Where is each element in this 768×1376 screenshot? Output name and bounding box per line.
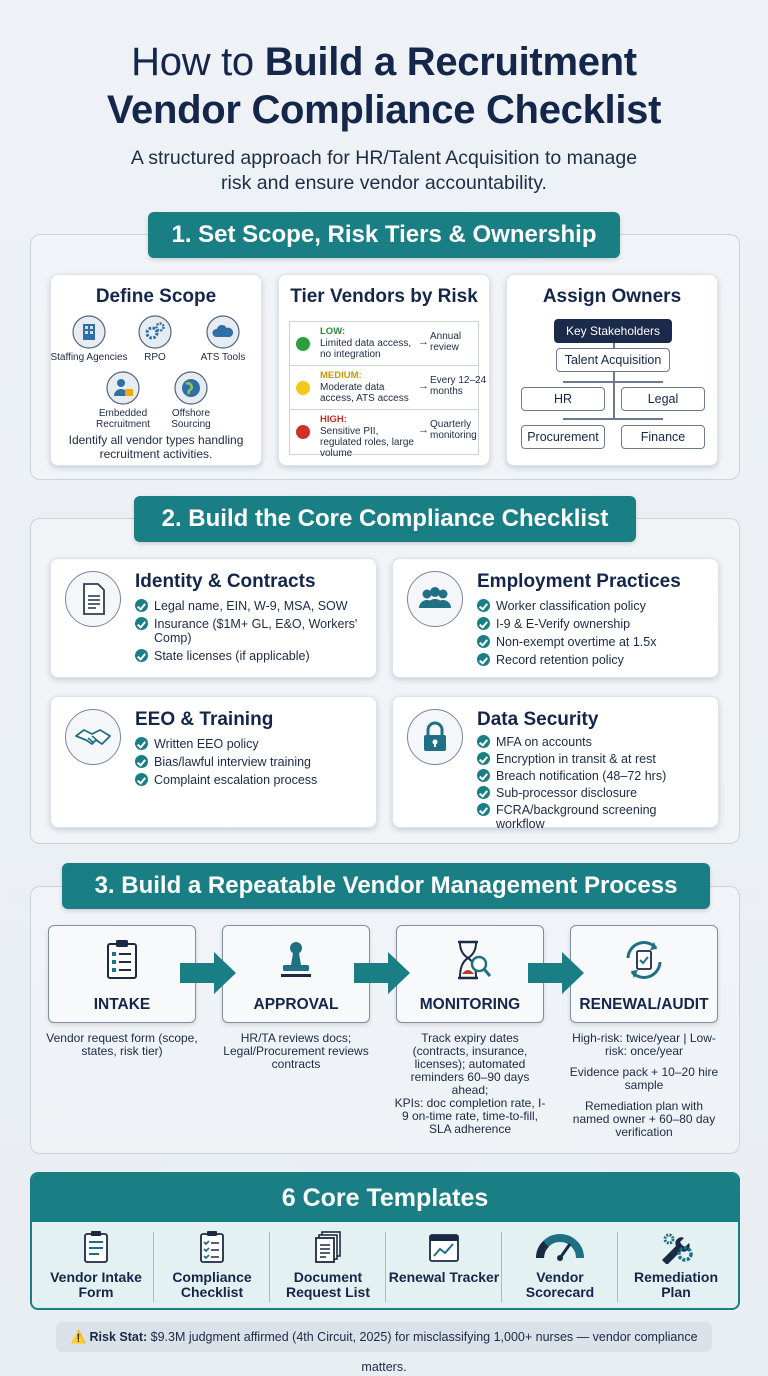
hr-box: HR	[521, 387, 605, 411]
define-scope-card: Define Scope Staffing Agencies RPO ATS T…	[50, 274, 262, 466]
medium-status-dot	[296, 381, 310, 395]
gears-icon	[138, 315, 172, 349]
template-remediation-plan[interactable]: Remediation Plan	[618, 1226, 734, 1306]
scope-item-embedded: Embedded Recruitment	[83, 371, 163, 430]
scope-item-staffing: Staffing Agencies	[49, 315, 129, 363]
document-icon	[65, 571, 121, 627]
person-badge-icon	[106, 371, 140, 405]
assign-owners-card: Assign Owners Key Stakeholders Talent Ac…	[506, 274, 718, 466]
risk-stat-text: $9.3M judgment affirmed (4th Circuit, 20…	[150, 1330, 698, 1374]
globe-icon	[174, 371, 208, 405]
template-vendor-intake[interactable]: Vendor Intake Form	[38, 1226, 154, 1306]
subtitle-line-2: risk and ensure vendor accountability.	[221, 172, 547, 194]
scope-item-rpo: RPO	[115, 315, 195, 363]
wrench-gear-icon	[656, 1230, 696, 1264]
employment-practices-card: Employment Practices Worker classificati…	[392, 558, 719, 678]
eeo-training-card: EEO & Training Written EEO policy Bias/l…	[50, 696, 377, 828]
gauge-icon	[536, 1230, 584, 1264]
template-document-request[interactable]: Document Request List	[270, 1226, 386, 1306]
calendar-chart-icon	[428, 1230, 460, 1264]
section-3-banner: 3. Build a Repeatable Vendor Management …	[62, 863, 710, 909]
scope-item-offshore: Offshore Sourcing	[151, 371, 231, 430]
checklist-icon	[196, 1230, 228, 1264]
flow-arrow-icon	[352, 950, 412, 996]
divider	[617, 1232, 618, 1302]
arrow-right-icon: →	[418, 424, 429, 436]
section-1-banner: 1. Set Scope, Risk Tiers & Ownership	[148, 212, 620, 258]
talent-acquisition-box: Talent Acquisition	[556, 348, 670, 372]
subtitle: A structured approach for HR/Talent Acqu…	[0, 146, 768, 196]
identity-checklist: Legal name, EIN, W-9, MSA, SOW Insurance…	[135, 599, 366, 667]
handshake-icon	[65, 709, 121, 765]
tier-vendors-card: Tier Vendors by Risk LOW: Limited data a…	[278, 274, 490, 466]
owners-title: Assign Owners	[542, 286, 682, 307]
flow-arrow-icon	[178, 950, 238, 996]
divider	[153, 1232, 154, 1302]
templates-panel: 6 Core Templates Vendor Intake Form Comp…	[30, 1172, 740, 1310]
tier-row-medium: MEDIUM: Moderate data access, ATS access…	[290, 366, 486, 410]
risk-stat-bar: ⚠️ Risk Stat: $9.3M judgment affirmed (4…	[56, 1322, 712, 1374]
identity-contracts-card: Identity & Contracts Legal name, EIN, W-…	[50, 558, 377, 678]
procurement-box: Procurement	[521, 425, 605, 449]
template-vendor-scorecard[interactable]: Vendor Scorecard	[502, 1226, 618, 1306]
documents-icon	[312, 1230, 344, 1264]
step-intake: INTAKE	[48, 925, 196, 1023]
legal-box: Legal	[621, 387, 705, 411]
monitoring-description: Track expiry dates (contracts, insurance…	[394, 1031, 546, 1136]
template-renewal-tracker[interactable]: Renewal Tracker	[386, 1226, 502, 1306]
title-bold-1: Build a Recruitment	[264, 40, 637, 84]
divider	[269, 1232, 270, 1302]
cloud-icon	[206, 315, 240, 349]
title-prefix: How to	[131, 40, 254, 84]
data-security-card: Data Security MFA on accounts Encryption…	[392, 696, 719, 831]
connector	[563, 381, 663, 383]
title-bold-2: Vendor Compliance Checklist	[106, 88, 662, 132]
divider	[385, 1232, 386, 1302]
arrow-right-icon: →	[418, 336, 429, 348]
people-icon	[407, 571, 463, 627]
renewal-description: High-risk: twice/year | Low-risk: once/y…	[569, 1031, 719, 1139]
scope-description: Identify all vendor types handling recru…	[68, 433, 244, 461]
tier-title: Tier Vendors by Risk	[290, 286, 478, 307]
intake-description: Vendor request form (scope, states, risk…	[46, 1031, 198, 1058]
risk-stat-label: Risk Stat:	[89, 1330, 148, 1344]
eeo-checklist: Written EEO policy Bias/lawful interview…	[135, 737, 366, 791]
subtitle-line-1: A structured approach for HR/Talent Acqu…	[130, 147, 638, 169]
lock-icon	[407, 709, 463, 765]
approval-description: HR/TA reviews docs; Legal/Procurement re…	[223, 1031, 369, 1071]
scope-title: Define Scope	[95, 286, 217, 307]
step-approval: APPROVAL	[222, 925, 370, 1023]
tier-table: LOW: Limited data access, no integration…	[289, 321, 486, 459]
template-compliance-checklist[interactable]: Compliance Checklist	[154, 1226, 270, 1306]
key-stakeholders-box: Key Stakeholders	[554, 319, 672, 343]
employment-checklist: Worker classification policy I-9 & E-Ver…	[477, 599, 708, 671]
section-2-banner: 2. Build the Core Compliance Checklist	[134, 496, 636, 542]
arrow-right-icon: →	[418, 380, 429, 392]
warning-icon: ⚠️	[70, 1330, 87, 1344]
clipboard-icon	[98, 936, 146, 984]
page-title: How to Build a Recruitment Vendor Compli…	[0, 38, 768, 134]
divider	[501, 1232, 502, 1302]
tier-row-low: LOW: Limited data access, no integration…	[290, 322, 478, 366]
building-icon	[72, 315, 106, 349]
step-monitoring: MONITORING	[396, 925, 544, 1023]
connector	[613, 372, 615, 418]
finance-box: Finance	[621, 425, 705, 449]
tier-row-high: HIGH: Sensitive PII, regulated roles, la…	[290, 410, 478, 459]
renewal-icon	[620, 936, 668, 984]
stamp-icon	[272, 936, 320, 984]
connector	[563, 418, 663, 420]
connector	[613, 343, 615, 349]
scope-item-ats: ATS Tools	[183, 315, 263, 363]
high-status-dot	[296, 425, 310, 439]
security-checklist: MFA on accounts Encryption in transit & …	[477, 735, 708, 834]
flow-arrow-icon	[526, 950, 586, 996]
form-icon	[80, 1230, 112, 1264]
step-renewal-audit: RENEWAL/AUDIT	[570, 925, 718, 1023]
templates-title: 6 Core Templates	[32, 1174, 738, 1222]
low-status-dot	[296, 337, 310, 351]
hourglass-search-icon	[446, 936, 494, 984]
